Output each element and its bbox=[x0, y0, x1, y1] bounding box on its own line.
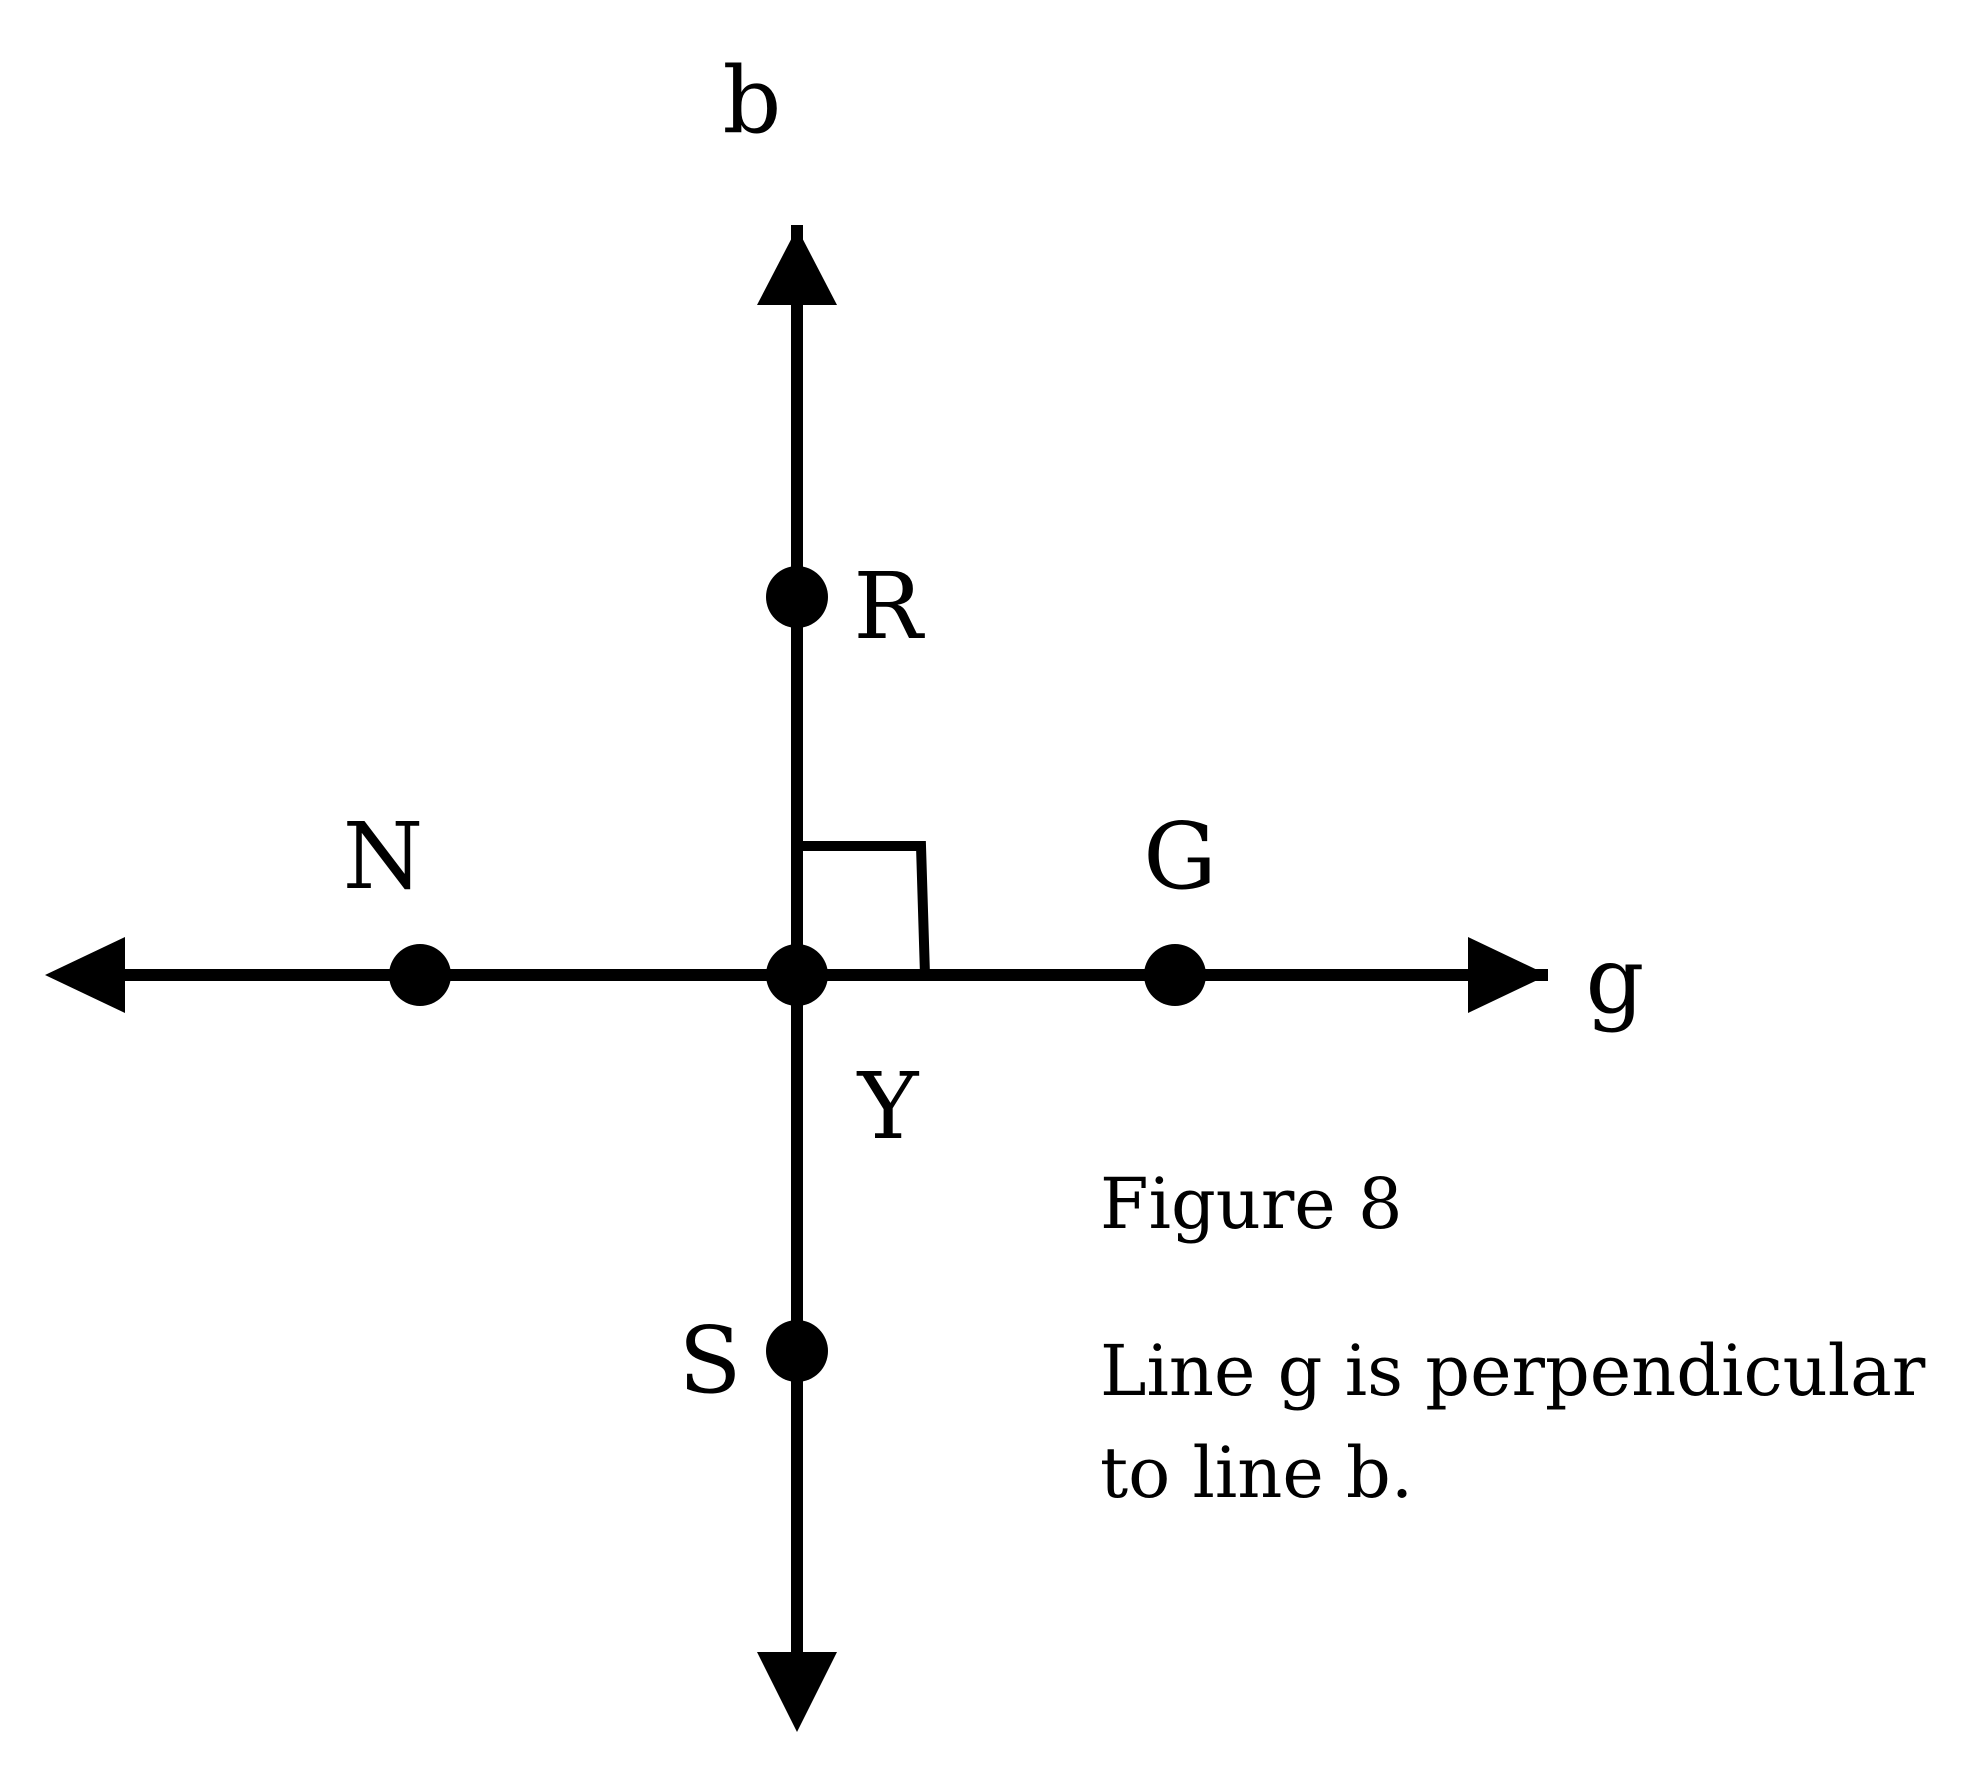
point-R-label: R bbox=[853, 553, 925, 660]
figure-title: Figure 8 bbox=[1100, 1163, 1403, 1245]
line-b-arrow-down bbox=[757, 1652, 837, 1732]
right-angle-marker bbox=[797, 841, 930, 976]
caption-line-1: Line g is perpendicular bbox=[1100, 1330, 1926, 1412]
point-S bbox=[766, 1320, 828, 1382]
point-Y bbox=[766, 944, 828, 1006]
caption-line-2: to line b. bbox=[1100, 1432, 1413, 1514]
point-S-label: S bbox=[678, 1307, 741, 1414]
line-b-arrow-up bbox=[757, 228, 837, 305]
point-N bbox=[389, 944, 451, 1006]
point-N-label: N bbox=[343, 803, 424, 910]
point-Y-label: Y bbox=[856, 1053, 920, 1160]
line-g-label: g bbox=[1586, 927, 1645, 1034]
line-g-arrow-right bbox=[1468, 937, 1548, 1013]
point-R bbox=[766, 566, 828, 628]
point-G-label: G bbox=[1143, 803, 1217, 910]
line-g-arrow-left bbox=[45, 937, 125, 1013]
line-b-label: b bbox=[723, 47, 782, 154]
point-G bbox=[1144, 944, 1206, 1006]
